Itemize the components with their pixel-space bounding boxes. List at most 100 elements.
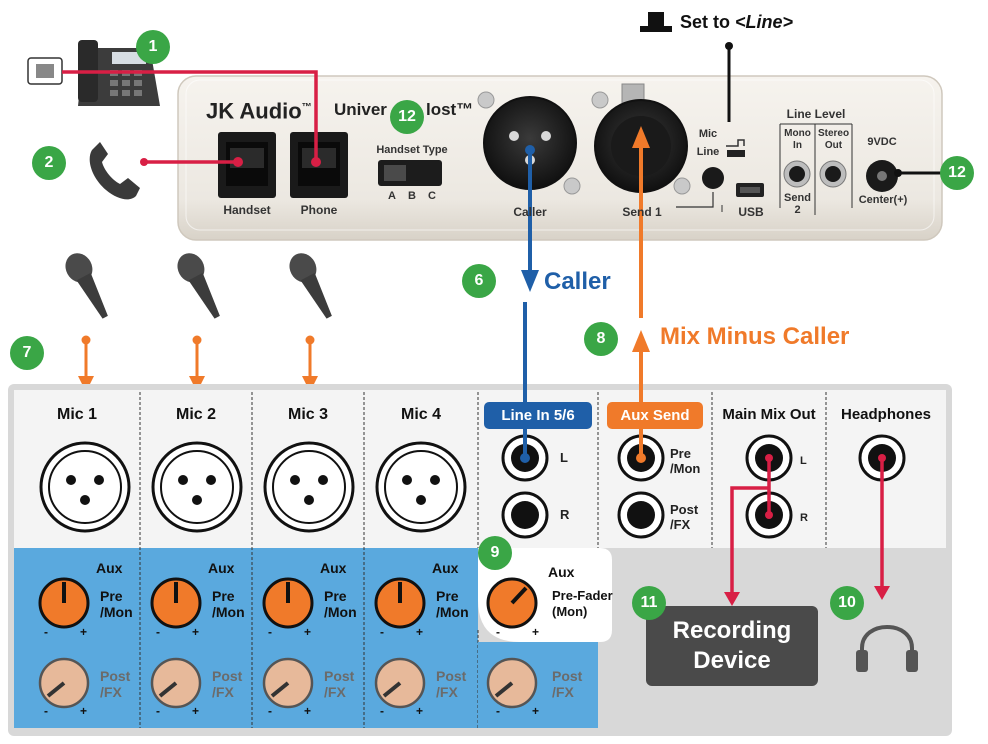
post-minus-2: - [156,704,160,718]
headphones-header: Headphones [840,406,931,423]
aux-label-2: Aux [208,560,235,576]
mon-3: /Mon [324,604,357,620]
handset-type-a: A [388,190,396,202]
pre-3: Pre [324,588,347,604]
aux-send-post-label: Post /FX [670,502,698,532]
aux-label-5: Aux [548,564,575,580]
pre-fader-label: Pre-Fader(Mon) [552,588,613,620]
badge-12-power: 12 [940,156,974,190]
main-out-l: L [800,455,807,467]
post-minus-3: - [268,704,272,718]
pre-plus-1: + [80,625,88,639]
fx-5: /FX [552,684,574,700]
recording-line2: Device [693,647,771,674]
aux-send-header: Aux Send [607,402,703,429]
badge-8: 8 [584,322,618,356]
usb-label: USB [738,205,764,219]
aux-send-post-line2: /FX [670,517,691,532]
post-1: Post [100,668,131,684]
post-plus-1: + [80,704,88,718]
xlr-input-icons [39,441,467,533]
aux-send-pre-line1: Pre [670,446,691,461]
badge-9: 9 [478,536,512,570]
pre-mon-2: Pre/Mon [212,588,245,620]
recording-device-label: Recording Device [646,616,818,676]
mono-in-line2: In [793,140,802,151]
recording-line1: Recording [672,617,792,644]
fx-2: /FX [212,684,234,700]
post-fx-4: Post/FX [436,668,466,700]
knob-icon [38,577,538,709]
send2-label: Send 2 [780,192,815,216]
mic2-header: Mic 2 [175,406,216,423]
send2-line1: Send [784,192,811,204]
wall-jack-icon [27,57,63,85]
line-switch-label: Line [696,146,720,158]
jack-label-handset: Handset [223,203,271,217]
set-to-label: Set to <Line> [680,12,793,33]
caller-signal-label: Caller [544,268,611,295]
jack-label-caller: Caller [513,205,547,219]
pre-minus-3: - [268,625,272,639]
pre-minus-4: - [380,625,384,639]
set-to-value: <Line> [735,12,794,32]
line-in-r: R [560,507,570,522]
pre-mon-4: Pre/Mon [436,588,469,620]
post-plus-5: + [532,704,540,718]
stereo-out-label: Stereo Out [815,128,852,152]
aux-send-pre-line2: /Mon [670,461,701,476]
pre-1: Pre [100,588,123,604]
brand-name: JK Audio [206,98,302,124]
pre-fader-line2: (Mon) [552,604,588,619]
post-4: Post [436,668,467,684]
center-plus-label: Center(+) [858,194,908,206]
handset-icon [89,142,140,200]
main-mix-out-header: Main Mix Out [722,406,816,423]
post-fx-3: Post/FX [324,668,354,700]
pre-plus-5: + [532,625,540,639]
stereo-out-line1: Stereo [817,128,850,139]
badge-1: 1 [136,30,170,64]
badge-6: 6 [462,264,496,298]
jack-label-send1: Send 1 [622,205,662,219]
handset-type-label: Handset Type [376,144,448,156]
microphone-icon [65,253,332,319]
pre-4: Pre [436,588,459,604]
fx-1: /FX [100,684,122,700]
mix-minus-signal-label: Mix Minus Caller [660,323,850,350]
post-fx-1: Post/FX [100,668,130,700]
post-plus-4: + [416,704,424,718]
handset-type-b: B [408,190,416,202]
mon-4: /Mon [436,604,469,620]
aux-send-pre-label: Pre /Mon [670,446,700,476]
pre-2: Pre [212,588,235,604]
switch-icon [640,12,672,32]
aux-label-4: Aux [432,560,459,576]
mono-in-label: Mono In [780,128,815,152]
badge-11: 11 [632,586,666,620]
mono-in-line1: Mono [784,128,811,139]
line-in-header: Line In 5/6 [484,402,592,429]
post-5: Post [552,668,583,684]
line-in-l: L [560,450,568,465]
brand-tm: ™ [301,102,312,113]
post-fx-5: Post/FX [552,668,582,700]
pre-minus-5: - [496,625,500,639]
model-name-b: lost™ [426,100,474,119]
aux-label-1: Aux [96,560,123,576]
post-plus-2: + [192,704,200,718]
badge-12-handset-type: 12 [390,100,424,134]
fx-3: /FX [324,684,346,700]
mic4-header: Mic 4 [400,406,441,423]
pre-mon-1: Pre/Mon [100,588,133,620]
pre-mon-3: Pre/Mon [324,588,357,620]
badge-2: 2 [32,146,66,180]
pre-minus-1: - [44,625,48,639]
universal-host-device [177,75,943,241]
pre-plus-2: + [192,625,200,639]
mic1-header: Mic 1 [56,406,97,423]
headphones-icon [856,625,918,672]
post-plus-3: + [304,704,312,718]
stereo-out-line2: Out [824,140,843,151]
